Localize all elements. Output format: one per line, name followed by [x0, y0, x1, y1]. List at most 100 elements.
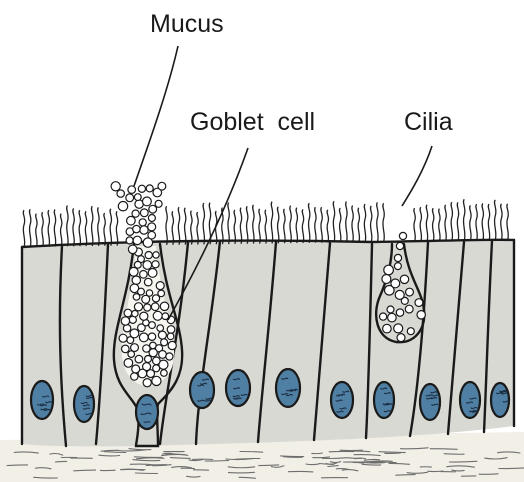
label-goblet-cell: Goblet cell — [190, 108, 315, 136]
cilium — [333, 201, 335, 242]
cilium — [432, 208, 434, 241]
cilium — [228, 203, 230, 245]
cilium — [358, 208, 360, 242]
cilium — [265, 210, 267, 244]
cilium — [315, 207, 317, 243]
cilium — [439, 209, 441, 242]
collagen-fiber — [363, 463, 384, 464]
mucus-granule — [117, 190, 124, 197]
mucus-granule — [399, 232, 406, 239]
mucus-granule — [415, 299, 423, 307]
cilium — [253, 205, 255, 244]
cilium — [73, 208, 75, 246]
collagen-fiber — [396, 475, 415, 476]
mucus-granule — [149, 349, 157, 357]
cilium — [23, 210, 25, 247]
mucus-granule — [143, 261, 152, 270]
nucleus — [31, 381, 53, 419]
mucus-granule — [162, 313, 169, 320]
mucus-granule — [148, 269, 157, 278]
mucus-granule — [138, 185, 145, 192]
cilium — [284, 209, 286, 243]
mucus-granule — [384, 265, 394, 275]
cilium — [290, 206, 292, 244]
collagen-fiber — [444, 454, 464, 455]
mucus-granule — [128, 351, 135, 358]
mucus-granule — [126, 237, 133, 244]
mucus-granule — [161, 370, 168, 377]
mucus-granule — [383, 324, 392, 333]
cilium — [327, 210, 329, 243]
cilium — [494, 200, 496, 240]
mucus-granule — [146, 185, 153, 192]
collagen-fiber — [135, 473, 157, 474]
mucus-granule — [131, 373, 138, 380]
mucus-granule — [397, 334, 405, 342]
label-cilia: Cilia — [404, 108, 453, 136]
cilium — [482, 203, 484, 240]
mucus-granule — [128, 245, 137, 254]
cilium — [110, 209, 112, 246]
mucus-granule — [153, 365, 160, 372]
cilium — [42, 212, 44, 247]
mucus-granule — [122, 345, 130, 353]
mucus-granule — [394, 324, 403, 333]
goblet-nucleus — [136, 395, 158, 429]
mucus-granule — [143, 379, 151, 387]
mucus-granule — [146, 290, 152, 296]
mucus-granule — [140, 271, 148, 279]
cilium — [191, 211, 193, 245]
mucus-granule — [382, 275, 391, 284]
cilium — [277, 207, 279, 244]
nucleus — [74, 386, 94, 422]
cilium — [476, 204, 478, 240]
mucus-granule — [124, 359, 133, 368]
mucus-granule — [406, 288, 414, 296]
mucus-granule — [405, 305, 413, 313]
mucus-granule — [166, 353, 173, 360]
mucus-leader-line — [134, 46, 178, 186]
cilium — [178, 207, 180, 245]
mucus-granule — [394, 254, 401, 261]
cilium — [296, 208, 298, 243]
label-mucus: Mucus — [150, 10, 224, 38]
cilium — [104, 213, 106, 246]
cilium — [98, 207, 100, 246]
mucus-granule — [144, 304, 151, 311]
cilium — [116, 211, 118, 245]
cilium — [457, 202, 459, 241]
nucleus — [374, 382, 394, 418]
mucus-granule — [134, 303, 142, 311]
cilium — [420, 207, 422, 241]
mucus-granule — [148, 333, 155, 340]
mucus-granule — [132, 365, 140, 373]
mucus-granule — [153, 252, 159, 258]
mucus-granule — [396, 309, 403, 316]
mucus-granule — [150, 342, 157, 349]
nucleus — [420, 384, 440, 420]
mucus-granule — [119, 334, 127, 342]
mucus-granule — [160, 302, 168, 310]
collagen-fiber — [428, 471, 443, 472]
mucus-granule — [129, 267, 138, 276]
cilium — [321, 207, 323, 243]
mucus-granule — [148, 223, 156, 231]
cilium — [426, 205, 428, 242]
cilium — [85, 211, 87, 246]
mucus-granule — [396, 242, 403, 249]
mucus-granule — [168, 341, 176, 349]
mucus-granule — [143, 197, 152, 206]
mucus-granule — [152, 376, 161, 385]
cilium — [414, 208, 416, 241]
mucus-granule — [132, 210, 139, 217]
collagen-fiber — [312, 453, 323, 454]
collagen-fiber — [205, 461, 229, 462]
nucleus — [491, 383, 509, 417]
cilium — [463, 199, 465, 241]
cilium — [501, 204, 503, 241]
mucus-granule — [159, 351, 167, 359]
collagen-fiber — [430, 449, 457, 450]
cilium — [339, 208, 341, 242]
mucus-granule — [167, 333, 174, 340]
mucus-granule — [144, 278, 152, 286]
